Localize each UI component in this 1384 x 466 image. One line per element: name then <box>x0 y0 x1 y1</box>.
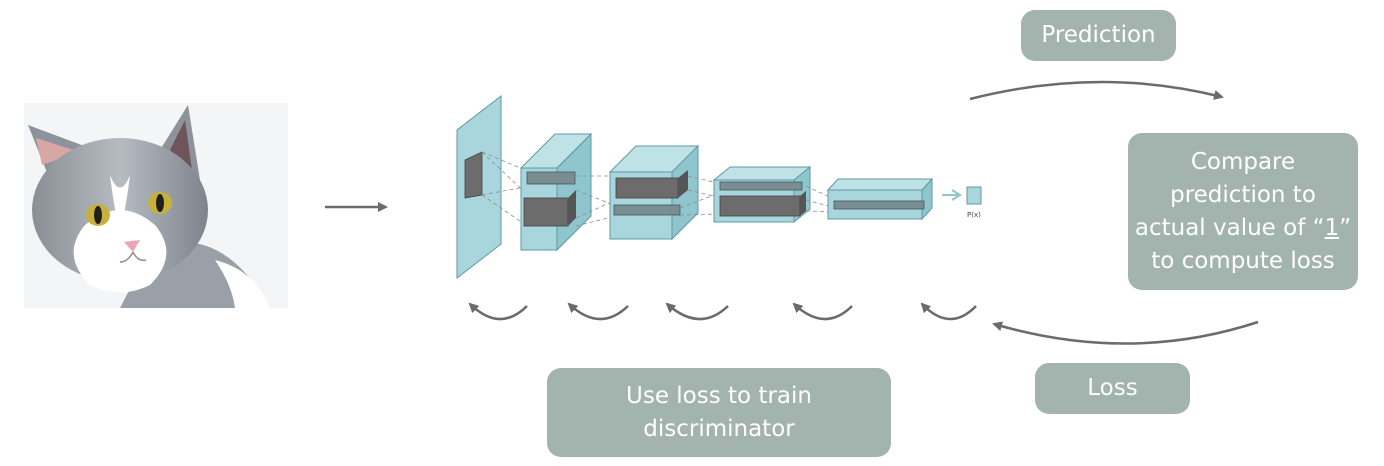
cnn-network: P(x) <box>456 94 982 280</box>
train-line-1: Use loss to train <box>626 382 812 409</box>
actual-value: 1 <box>1324 214 1340 241</box>
backprop-arrow-5 <box>920 302 977 321</box>
loss-arrow <box>992 320 1259 345</box>
compare-label: Compare prediction to actual value of “1… <box>1128 133 1358 290</box>
backprop-arrow-3 <box>665 302 729 321</box>
train-label: Use loss to train discriminator <box>547 368 891 457</box>
prediction-label: Prediction <box>1021 10 1176 61</box>
backprop-arrows <box>468 302 977 321</box>
loss-label: Loss <box>1035 363 1190 414</box>
compare-line-1: Compare <box>1190 148 1296 175</box>
train-line-2: discriminator <box>643 415 795 442</box>
backprop-arrow-4 <box>792 302 853 321</box>
compare-line-3: actual value of “1” <box>1134 214 1352 241</box>
output-node <box>966 186 982 205</box>
compare-line-4: to compute loss <box>1151 247 1335 274</box>
loss-text: Loss <box>1087 375 1138 401</box>
backprop-arrow-1 <box>468 302 528 321</box>
backprop-arrow-2 <box>567 302 629 321</box>
prediction-text: Prediction <box>1041 22 1156 48</box>
cat-image <box>24 103 288 308</box>
output-node-label: P(x) <box>967 211 981 219</box>
prediction-arrow <box>969 80 1224 101</box>
compare-line-2: prediction to <box>1170 181 1316 208</box>
